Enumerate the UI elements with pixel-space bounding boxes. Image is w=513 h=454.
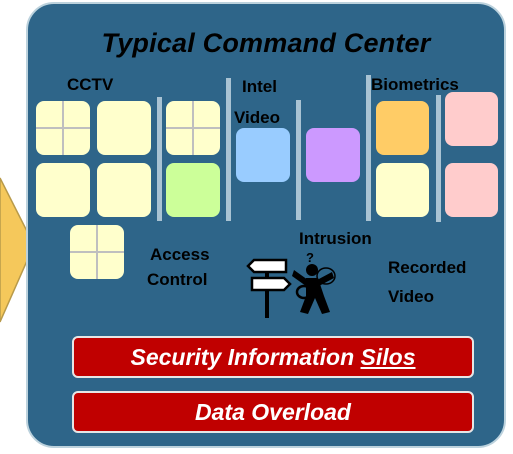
divider-line	[366, 75, 371, 221]
intel-video-tile-purple	[306, 128, 360, 182]
biometrics-label: Biometrics	[371, 75, 459, 94]
access-control-label-line2: Control	[147, 270, 208, 289]
biometrics-tile-cream	[376, 163, 429, 217]
intruder-figure-icon: ?	[292, 250, 336, 314]
biometrics-tile-orange	[376, 101, 429, 155]
data-overload-banner: Data Overload	[72, 391, 474, 433]
cctv-tile	[97, 163, 151, 217]
recorded-video-label-line2: Video	[388, 287, 434, 306]
cctv-tile-quad	[70, 225, 124, 279]
cctv-tile	[97, 101, 151, 155]
access-control-label-line1: Access	[150, 245, 210, 264]
intrusion-label: Intrusion	[299, 229, 372, 248]
silos-banner-prefix: Security Information	[130, 343, 361, 370]
intel-video-label-line2: Video	[234, 108, 280, 127]
divider-line	[226, 78, 231, 221]
intel-video-label-line1: Intel	[242, 77, 277, 96]
divider-line	[436, 95, 441, 222]
recorded-video-label-line1: Recorded	[388, 258, 467, 277]
cctv-tile	[36, 163, 90, 217]
divider-line	[296, 100, 301, 220]
overload-banner-text: Data Overload	[195, 398, 351, 425]
intel-video-tile-blue	[236, 128, 290, 182]
signpost-icon	[246, 258, 292, 318]
cctv-tile-quad	[36, 101, 90, 155]
cctv-label: CCTV	[67, 75, 114, 94]
cctv-tile-green	[166, 163, 220, 217]
cctv-tile-quad	[166, 101, 220, 155]
panel-title: Typical Command Center	[101, 28, 431, 58]
intrusion-question-mark: ?	[306, 250, 314, 265]
biometrics-tile-pink	[445, 92, 498, 146]
biometrics-tile-pink	[445, 163, 498, 217]
divider-line	[157, 97, 162, 221]
security-silos-banner: Security Information Silos	[72, 336, 474, 378]
silos-banner-word: Silos	[360, 343, 416, 370]
yellow-arrow-shape	[0, 177, 35, 323]
